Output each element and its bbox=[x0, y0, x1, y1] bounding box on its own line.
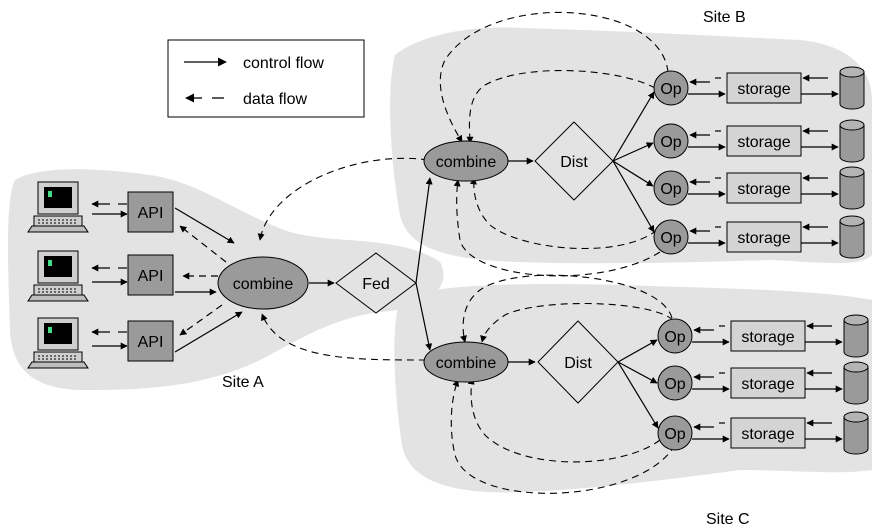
control-arrow-dist-op-b4 bbox=[612, 160, 655, 233]
op-label: Op bbox=[660, 230, 681, 247]
site-b-loop-bottom-outer bbox=[453, 179, 661, 277]
control-arrow-dist-op-c3 bbox=[617, 361, 659, 429]
site-b-op-rows: Op storage Op storage Op stora bbox=[653, 66, 865, 259]
site-c-op-rows: Op storage Op storage Op stora bbox=[657, 314, 869, 455]
site-c-label: Site C bbox=[706, 511, 750, 528]
api-label: API bbox=[138, 334, 164, 351]
data-arrow-combine-api3 bbox=[179, 304, 223, 336]
combine-label-site-a: combine bbox=[233, 276, 294, 293]
api-box bbox=[127, 254, 174, 296]
op-node bbox=[653, 170, 689, 206]
fed-node bbox=[335, 252, 417, 314]
op-label: Op bbox=[660, 81, 681, 98]
fed-label: Fed bbox=[362, 276, 390, 293]
dist-label-site-c: Dist bbox=[564, 355, 592, 372]
storage-box bbox=[726, 125, 802, 157]
storage-box bbox=[726, 221, 802, 253]
storage-label: storage bbox=[737, 134, 790, 151]
storage-label: storage bbox=[741, 426, 794, 443]
disk-icon bbox=[843, 361, 869, 405]
storage-box bbox=[726, 172, 802, 204]
storage-label: storage bbox=[737, 181, 790, 198]
dist-node-site-b bbox=[534, 121, 614, 201]
storage-box bbox=[730, 320, 806, 352]
disk-icon bbox=[839, 215, 865, 259]
combine-label-site-b: combine bbox=[436, 154, 497, 171]
api-label: API bbox=[138, 205, 164, 222]
control-arrow-dist-op-c2 bbox=[617, 361, 658, 384]
op-node bbox=[657, 365, 693, 401]
op-label: Op bbox=[664, 329, 685, 346]
control-arrow-fed-combine-c bbox=[415, 282, 433, 351]
site-a-label: Site A bbox=[222, 374, 264, 391]
site-c-loop-bottom-inner bbox=[467, 377, 661, 463]
storage-label: storage bbox=[737, 230, 790, 247]
dist-node-site-c bbox=[537, 320, 619, 404]
control-arrow-dist-op-b2 bbox=[612, 142, 654, 162]
api-box bbox=[127, 320, 174, 362]
computer-icon bbox=[27, 181, 89, 233]
op-node bbox=[657, 415, 693, 451]
api-box bbox=[127, 191, 174, 233]
computer-icons bbox=[27, 181, 89, 369]
storage-label: storage bbox=[741, 376, 794, 393]
combine-node-site-a bbox=[217, 256, 309, 310]
combine-label-site-c: combine bbox=[436, 355, 497, 372]
control-arrow-dist-op-b1 bbox=[612, 91, 655, 162]
site-b-label: Site B bbox=[703, 9, 746, 26]
op-label: Op bbox=[664, 426, 685, 443]
computer-icon bbox=[27, 250, 89, 302]
api-label: API bbox=[138, 268, 164, 285]
disk-icon bbox=[843, 411, 869, 455]
data-arrow-combine-api1 bbox=[179, 225, 227, 263]
storage-label: storage bbox=[741, 329, 794, 346]
disk-icon bbox=[839, 66, 865, 110]
fed-loop-lower bbox=[261, 313, 427, 361]
site-b-loop-top-outer bbox=[439, 11, 669, 143]
op-node bbox=[653, 219, 689, 255]
legend-box bbox=[167, 39, 365, 118]
legend-data-label: data flow bbox=[243, 91, 307, 108]
site-c-loop-top-outer bbox=[460, 274, 673, 343]
op-node bbox=[657, 318, 693, 354]
control-arrow-api1-combine bbox=[174, 207, 235, 244]
op-label: Op bbox=[660, 134, 681, 151]
storage-label: storage bbox=[737, 81, 790, 98]
storage-box bbox=[730, 367, 806, 399]
site-b-loop-bottom-inner bbox=[469, 177, 658, 250]
dist-label-site-b: Dist bbox=[560, 154, 588, 171]
disk-icon bbox=[843, 314, 869, 358]
legend-control-label: control flow bbox=[243, 55, 324, 72]
api-boxes: API API API bbox=[127, 191, 174, 362]
computer-icon bbox=[27, 317, 89, 369]
storage-box bbox=[726, 72, 802, 104]
control-arrow-fed-combine-b bbox=[415, 177, 433, 284]
op-node bbox=[653, 70, 689, 106]
fed-loop-upper bbox=[257, 157, 429, 241]
disk-icon bbox=[839, 166, 865, 210]
control-arrow-dist-op-b3 bbox=[612, 160, 654, 187]
control-arrow-dist-op-c1 bbox=[617, 339, 658, 363]
disk-icon bbox=[839, 119, 865, 163]
op-node bbox=[653, 123, 689, 159]
control-arrow-api3-combine bbox=[174, 311, 243, 353]
op-label: Op bbox=[660, 181, 681, 198]
storage-box bbox=[730, 417, 806, 449]
op-label: Op bbox=[664, 376, 685, 393]
site-c-loop-bottom-outer bbox=[450, 379, 676, 494]
